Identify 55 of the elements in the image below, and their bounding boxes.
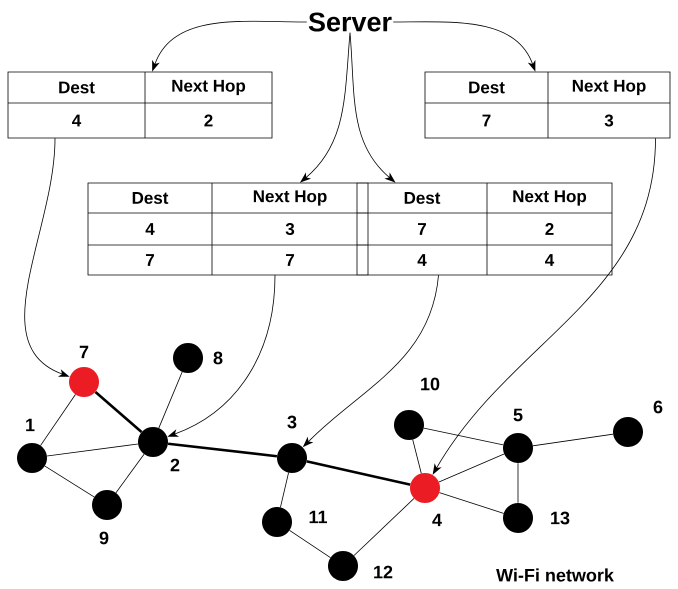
node-number: 5 <box>514 408 523 422</box>
table-cell: 7 <box>482 114 490 126</box>
link-line <box>438 454 504 482</box>
table-cell: 2 <box>204 114 213 126</box>
table-cell: Next Hop <box>254 190 327 206</box>
link-line <box>280 472 289 508</box>
node-number: 9 <box>100 532 108 544</box>
link-line <box>412 439 422 474</box>
table-cell: Dest <box>404 192 440 204</box>
link-line <box>439 492 504 514</box>
node-number: 4 <box>432 514 442 526</box>
routing-table <box>8 72 272 138</box>
table-cell: 7 <box>146 254 154 266</box>
network-caption: Wi-Fi network <box>496 568 614 582</box>
table-cell: 3 <box>604 114 614 127</box>
link-line <box>40 394 76 446</box>
node-number: 11 <box>310 510 328 524</box>
link-line <box>289 530 331 558</box>
routing-table <box>424 72 670 138</box>
node-number: 7 <box>80 346 88 358</box>
node-number: 1 <box>26 418 35 432</box>
node-number: 10 <box>421 378 440 390</box>
node-number: 6 <box>654 400 662 414</box>
node-number: 12 <box>374 566 392 578</box>
routing-table <box>356 182 612 276</box>
table-cell: Next Hop <box>513 190 586 206</box>
table-cell: 3 <box>286 222 294 236</box>
table-cell: Dest <box>59 82 95 94</box>
link-line <box>94 390 142 433</box>
link-line <box>354 498 414 556</box>
link-line <box>168 442 278 458</box>
table-cell: Next Hop <box>572 80 646 96</box>
link-line <box>44 466 95 498</box>
link-line <box>532 434 614 446</box>
link-line <box>306 460 410 486</box>
table-cell: Dest <box>469 82 505 94</box>
server-label: Server <box>308 12 392 32</box>
table-cell: 7 <box>286 254 294 266</box>
table-cell: 4 <box>146 223 155 235</box>
link-line <box>116 454 144 494</box>
table-cell: 2 <box>545 223 554 235</box>
link-line <box>423 428 504 446</box>
node-number: 13 <box>551 512 570 524</box>
routing-table <box>88 182 368 276</box>
table-cell: Next Hop <box>172 80 246 96</box>
node-number: 8 <box>214 352 222 364</box>
table-cell: 4 <box>72 114 82 126</box>
table-cell: Dest <box>132 192 168 204</box>
table-cell: 7 <box>418 223 426 235</box>
link-line <box>46 444 138 456</box>
node-number: 3 <box>287 416 296 428</box>
link-line <box>158 372 183 428</box>
node-number: 2 <box>170 458 180 472</box>
table-cell: 4 <box>418 254 427 266</box>
table-cell: 4 <box>545 254 554 266</box>
